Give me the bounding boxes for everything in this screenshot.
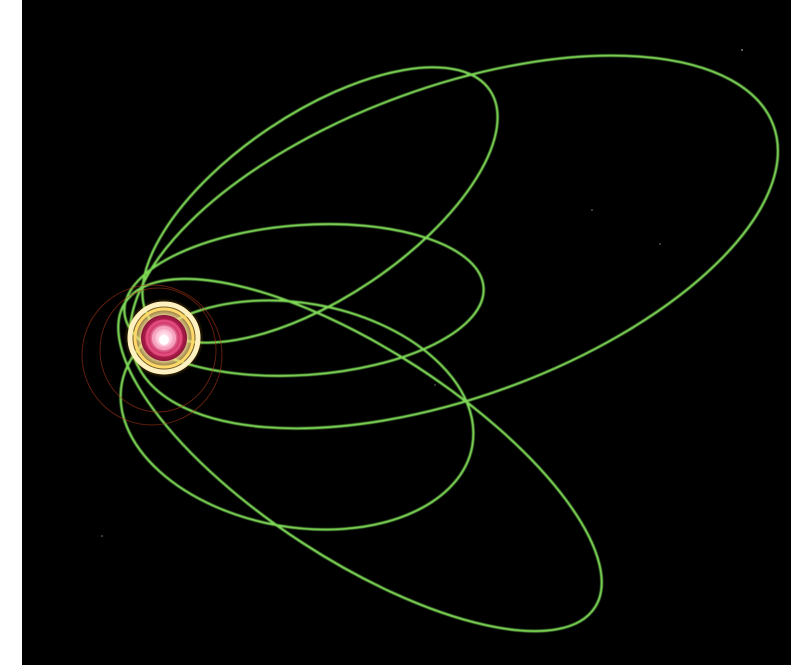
orbit-trail-2: [128, 54, 780, 430]
background-stars: [101, 49, 743, 537]
orbit-scene: [81, 49, 780, 633]
long-exposure-photo: [22, 0, 791, 665]
orbit-trail-3: [123, 222, 485, 378]
orbit-trail-5: [117, 277, 603, 633]
central-star: [124, 298, 204, 378]
star-halo: [81, 284, 223, 426]
orbit-trails: [117, 54, 780, 633]
